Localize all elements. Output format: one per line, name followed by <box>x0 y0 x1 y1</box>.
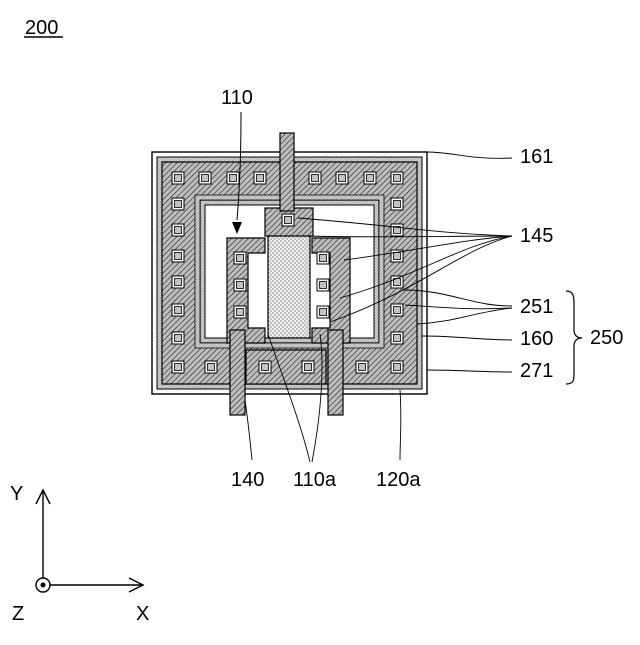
axis-x-label: X <box>136 603 149 625</box>
label-110: 110 <box>221 87 253 109</box>
center-region-110 <box>268 232 310 338</box>
axis-y-label: Y <box>10 483 23 505</box>
label-140: 140 <box>231 469 264 491</box>
bottom-lead-left <box>230 330 245 415</box>
label-120a: 120a <box>376 469 421 491</box>
label-251: 251 <box>520 296 553 318</box>
coordinate-axes <box>36 490 143 592</box>
axis-z-label: Z <box>12 603 24 625</box>
label-160: 160 <box>520 328 553 350</box>
z-axis-dot <box>41 583 46 588</box>
brace-250 <box>566 291 582 384</box>
label-250: 250 <box>590 327 623 349</box>
label-161: 161 <box>520 146 553 168</box>
top-lead <box>280 133 294 211</box>
label-110a: 110a <box>293 469 337 491</box>
figure-number: 200 <box>25 17 58 39</box>
label-145: 145 <box>520 225 553 247</box>
bottom-lead-right <box>328 330 343 415</box>
label-271: 271 <box>520 360 553 382</box>
